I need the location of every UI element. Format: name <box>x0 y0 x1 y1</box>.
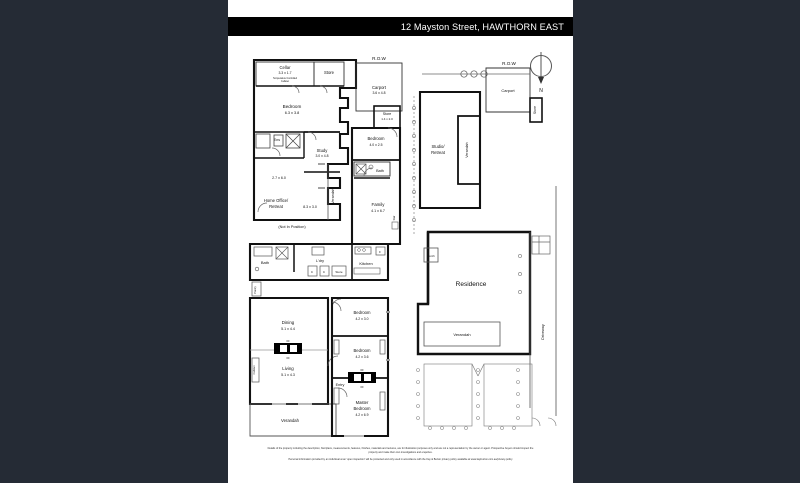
svg-text:Bedroom: Bedroom <box>354 348 372 353</box>
svg-text:1.4 x 2.0: 1.4 x 2.0 <box>381 117 393 121</box>
svg-text:Verandah: Verandah <box>465 142 469 157</box>
svg-text:Living: Living <box>282 366 294 371</box>
svg-text:2.7 x 6.0: 2.7 x 6.0 <box>272 176 286 180</box>
svg-text:Verandah: Verandah <box>331 188 335 203</box>
svg-text:Bath: Bath <box>376 169 384 173</box>
svg-text:OF: OF <box>360 386 364 389</box>
svg-text:Porch: Porch <box>427 254 435 258</box>
svg-text:5.1 x 4.3: 5.1 x 4.3 <box>281 373 295 377</box>
floor-plan-canvas: N <box>228 36 573 446</box>
svg-text:3.6 x 4.8: 3.6 x 4.8 <box>372 91 385 95</box>
svg-text:OF: OF <box>286 357 290 360</box>
svg-text:C: C <box>323 270 326 274</box>
bedroom-column: Bedroom 4.2 x 3.0 Bedroom 4.2 x 3.6 Mast… <box>330 296 390 438</box>
svg-text:Temperature Controlled: Temperature Controlled <box>273 77 298 80</box>
svg-text:Home Office/: Home Office/ <box>264 198 289 203</box>
right-block: R.O.W Carport Store S <box>412 61 557 430</box>
floor-plan-drawing: N <box>228 36 573 446</box>
disclaimer-line-2: property and make their own investigatio… <box>368 450 433 454</box>
disclaimer-line-3: Personal information provided by an indi… <box>288 458 513 462</box>
svg-text:8.3 x 3.0: 8.3 x 3.0 <box>303 205 317 209</box>
svg-text:3.3 x 1.7: 3.3 x 1.7 <box>278 71 291 75</box>
svg-text:Bedroom: Bedroom <box>354 310 372 315</box>
svg-text:Retreat: Retreat <box>269 204 284 209</box>
room-label: Cellar <box>280 65 292 70</box>
svg-text:C: C <box>311 270 314 274</box>
svg-text:Cellaret: Cellaret <box>281 80 289 83</box>
svg-text:Bath: Bath <box>261 260 269 265</box>
svg-text:Master: Master <box>356 400 369 405</box>
svg-text:Kitchen: Kitchen <box>359 261 372 266</box>
svg-text:4.2 x 6.9: 4.2 x 6.9 <box>355 413 368 417</box>
svg-text:Carport: Carport <box>501 88 515 93</box>
svg-text:3.0 x 4.8: 3.0 x 4.8 <box>315 154 328 158</box>
svg-text:6.3 x 3.8: 6.3 x 3.8 <box>285 111 300 115</box>
svg-text:L'dry: L'dry <box>316 259 324 263</box>
title-bar: 12 Mayston Street, HAWTHORN EAST <box>228 17 573 36</box>
svg-text:F: F <box>379 250 381 254</box>
lower-left-block: Bath L'dry C C Store <box>248 242 390 437</box>
svg-text:OF: OF <box>286 340 290 343</box>
svg-text:Verandah: Verandah <box>281 418 300 423</box>
svg-text:OF: OF <box>360 369 364 372</box>
svg-text:Retreat: Retreat <box>431 150 446 155</box>
svg-text:R.O.W: R.O.W <box>372 56 386 61</box>
svg-text:Studio/: Studio/ <box>431 144 445 149</box>
svg-text:Bedroom: Bedroom <box>283 104 302 109</box>
svg-text:Study: Study <box>317 148 329 153</box>
svg-text:Bedroom: Bedroom <box>354 406 372 411</box>
svg-text:Family: Family <box>372 202 386 207</box>
svg-text:Pantry: Pantry <box>253 286 257 294</box>
svg-text:Store: Store <box>383 112 392 116</box>
svg-text:Carport: Carport <box>372 85 387 90</box>
svg-text:4.2 x 3.6: 4.2 x 3.6 <box>355 355 368 359</box>
residence-label: Residence <box>456 281 487 288</box>
page-title: 12 Mayston Street, HAWTHORN EAST <box>400 21 564 32</box>
svg-text:(Not In Position): (Not In Position) <box>278 225 306 229</box>
svg-text:Verandah: Verandah <box>453 332 470 337</box>
svg-text:4.0 x 2.5: 4.0 x 2.5 <box>369 143 382 147</box>
disclaimer-line-1: Details of the property including the de… <box>267 447 534 450</box>
svg-text:Driveway: Driveway <box>541 324 545 340</box>
svg-text:N: N <box>539 88 543 94</box>
svg-text:Entry: Entry <box>336 383 345 387</box>
svg-text:4.1 x 6.7: 4.1 x 6.7 <box>371 209 385 213</box>
svg-text:Dining: Dining <box>282 320 295 325</box>
document-page: 12 Mayston Street, HAWTHORN EAST N <box>228 0 573 483</box>
svg-text:Bedroom: Bedroom <box>368 136 386 141</box>
compass-icon: N <box>530 52 552 94</box>
svg-text:Store: Store <box>324 70 335 75</box>
svg-text:Store: Store <box>533 106 537 114</box>
svg-text:Ens: Ens <box>274 138 280 142</box>
upper-middle-block: R.O.W Carport 3.6 x 4.8 Store 1.4 x 2.0 … <box>350 56 403 246</box>
disclaimer: Details of the property including the de… <box>250 447 551 462</box>
svg-text:Cabinet: Cabinet <box>252 365 256 374</box>
upper-left-block: Cellar 3.3 x 1.7 Temperature Controlled … <box>252 58 358 229</box>
svg-text:Stair: Stair <box>393 215 396 220</box>
svg-text:4.2 x 3.0: 4.2 x 3.0 <box>355 317 368 321</box>
svg-text:5.1 x 4.4: 5.1 x 4.4 <box>281 327 295 331</box>
svg-text:R.O.W: R.O.W <box>502 61 516 66</box>
svg-text:Store: Store <box>335 270 343 274</box>
